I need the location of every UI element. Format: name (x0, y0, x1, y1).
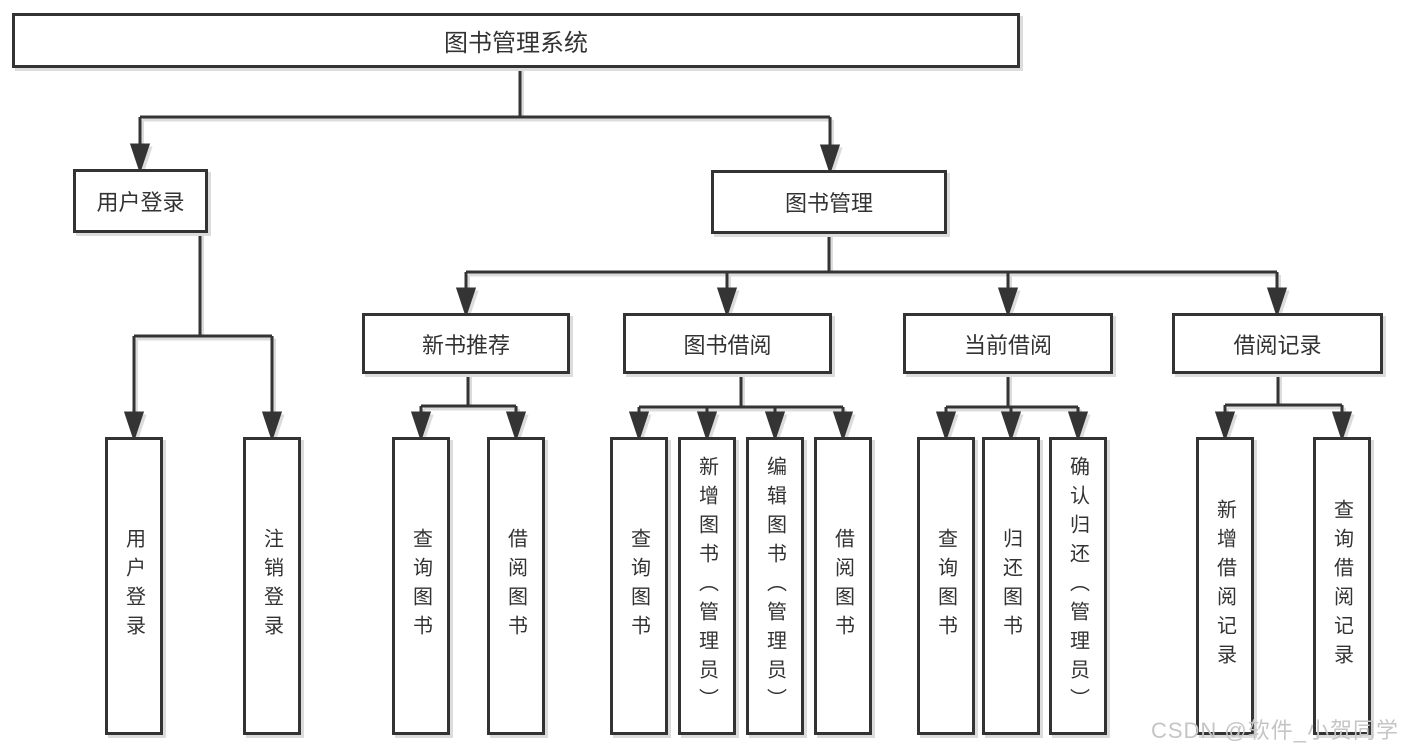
leaf-query-books-recommend: 查询图书 (392, 437, 450, 735)
node-label: 当前借阅 (963, 332, 1052, 358)
node-library-system: 图书管理系统 (12, 13, 1020, 68)
leaf-query-books-borrow: 查询图书 (610, 437, 668, 735)
node-label: 借阅记录 (1233, 332, 1322, 358)
node-book-management: 图书管理 (711, 170, 947, 234)
node-label: 查询图书 (627, 528, 650, 644)
node-label: 查询借阅记录 (1330, 499, 1353, 673)
leaf-logout: 注销登录 (243, 437, 301, 735)
node-book-borrowing: 图书借阅 (623, 313, 832, 374)
node-label: 用户登录 (122, 528, 145, 644)
node-user-login: 用户登录 (73, 169, 208, 233)
node-label: 用户登录 (96, 190, 185, 215)
node-label: 归还图书 (999, 528, 1022, 644)
leaf-query-borrow-record: 查询借阅记录 (1313, 437, 1371, 735)
csdn-watermark: CSDN @软件_小贺同学 (1150, 718, 1399, 743)
leaf-query-books-current: 查询图书 (917, 437, 975, 735)
node-label: 确认归还（管理员） (1066, 455, 1089, 717)
node-borrowing-records: 借阅记录 (1172, 313, 1383, 374)
node-label: 图书借阅 (683, 332, 772, 358)
leaf-borrow-books-recommend: 借阅图书 (487, 437, 545, 735)
node-label: 新增借阅记录 (1213, 499, 1236, 673)
node-new-book-recommend: 新书推荐 (362, 313, 570, 374)
node-label: 新书推荐 (421, 332, 510, 358)
leaf-user-login: 用户登录 (105, 437, 163, 735)
node-label: 图书管理 (784, 191, 873, 216)
node-label: 新增图书（管理员） (695, 455, 718, 717)
leaf-return-books: 归还图书 (982, 437, 1040, 735)
leaf-add-books-admin: 新增图书（管理员） (678, 437, 736, 735)
node-label: 查询图书 (934, 528, 957, 644)
node-current-borrowing: 当前借阅 (903, 313, 1113, 374)
node-label: 借阅图书 (504, 528, 527, 644)
node-label: 查询图书 (409, 528, 432, 644)
node-label: 图书管理系统 (444, 30, 588, 57)
leaf-confirm-return-admin: 确认归还（管理员） (1049, 437, 1107, 735)
node-label: 编辑图书（管理员） (763, 455, 786, 717)
leaf-add-borrow-record: 新增借阅记录 (1196, 437, 1254, 735)
node-label: 注销登录 (260, 528, 283, 644)
leaf-borrow-books: 借阅图书 (814, 437, 872, 735)
node-label: 借阅图书 (831, 528, 854, 644)
leaf-edit-books-admin: 编辑图书（管理员） (746, 437, 804, 735)
